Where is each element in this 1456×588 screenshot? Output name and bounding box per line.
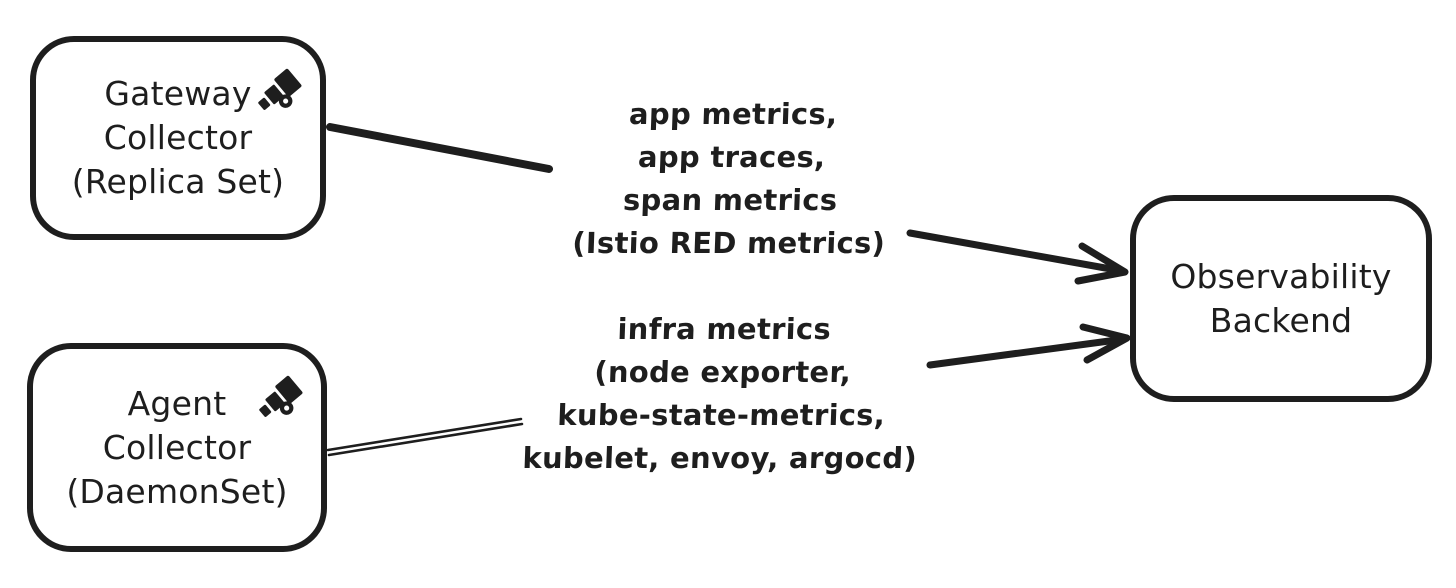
telescope-icon xyxy=(252,62,308,118)
node-label-line: Collector xyxy=(102,427,252,467)
edge-label-app-metrics: app metrics, app traces, span metrics (I… xyxy=(518,93,944,265)
edge-label-line: app metrics, xyxy=(628,97,838,131)
node-label-line: Backend xyxy=(1209,300,1353,340)
arrowhead-icon xyxy=(1079,323,1131,364)
arrowhead-icon xyxy=(1074,242,1129,285)
node-observability-backend: Observability Backend xyxy=(1130,195,1432,402)
edge-gateway-to-backend xyxy=(326,123,1129,285)
edge-label-infra-metrics: infra metrics (node exporter, kube-state… xyxy=(489,308,955,480)
node-label-line: Gateway xyxy=(104,74,252,113)
telescope-icon xyxy=(253,369,309,425)
edge-label-line: app traces, xyxy=(637,140,827,174)
edge-label-line: (node exporter, xyxy=(593,355,852,389)
edge-label-line: (Istio RED metrics) xyxy=(571,226,886,260)
edge-label-line: kubelet, envoy, argocd) xyxy=(521,441,918,475)
node-label-line: Collector xyxy=(103,118,253,157)
node-agent-collector: Agent Collector (DaemonSet) xyxy=(27,343,327,552)
edge-label-line: kube-state-metrics, xyxy=(556,398,886,432)
edge-label-line: infra metrics xyxy=(616,312,832,346)
edge-label-line: span metrics xyxy=(622,183,839,217)
node-label-line: Agent xyxy=(127,383,227,423)
node-label-line: (DaemonSet) xyxy=(66,471,288,511)
node-gateway-collector: Gateway Collector (Replica Set) xyxy=(30,36,326,240)
node-label-line: (Replica Set) xyxy=(71,162,285,201)
edge-agent-to-backend xyxy=(326,323,1131,457)
node-label-line: Observability xyxy=(1170,256,1392,296)
